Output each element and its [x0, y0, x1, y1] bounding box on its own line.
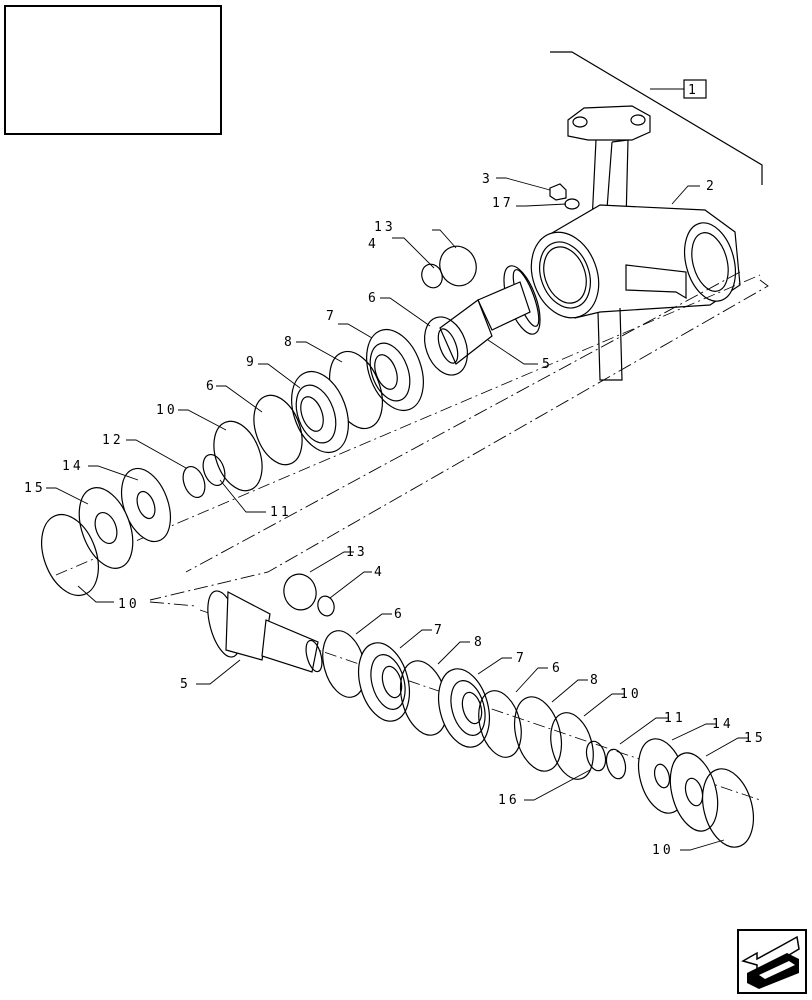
ring-16: [585, 740, 607, 772]
circlip-10-upper: [213, 420, 263, 492]
callout-11-lower: 11: [664, 711, 686, 726]
circlip-10-upper-b: [41, 513, 99, 597]
callout-6-lower-b: 6: [552, 661, 563, 676]
title-block: [4, 5, 222, 135]
callout-8-lower: 8: [474, 635, 485, 650]
callout-15-lower: 15: [744, 731, 766, 746]
plate-15-upper: [78, 487, 134, 569]
callout-3: 3: [482, 172, 493, 187]
callout-12: 12: [102, 433, 124, 448]
callout-4-upper: 4: [368, 237, 379, 252]
circlip-11-lower: [605, 748, 627, 780]
callout-15-upper: 15: [24, 481, 46, 496]
callout-4-lower: 4: [374, 565, 385, 580]
callout-16: 16: [498, 793, 520, 808]
callout-5-lower: 5: [180, 677, 191, 692]
bearing-7-lower-b: [438, 668, 490, 748]
callout-10-upper-b: 10: [118, 597, 140, 612]
assembly-reference-line: [550, 51, 763, 185]
callout-8-upper: 8: [284, 335, 295, 350]
housing-part-2: [530, 105, 741, 381]
callout-9: 9: [246, 355, 257, 370]
navigation-arrow-button[interactable]: [737, 929, 807, 994]
bearing-9-upper: [291, 370, 349, 454]
callout-5-upper: 5: [542, 357, 553, 372]
arrow-navigation-icon: [741, 935, 800, 989]
callout-10-lower: 10: [620, 687, 642, 702]
callout-8-lower-b: 8: [590, 673, 601, 688]
callout-14-upper: 14: [62, 459, 84, 474]
oring-6-upper: [423, 316, 469, 376]
callout-1: 1: [688, 83, 699, 98]
shaft-part-5-lower: [207, 590, 323, 673]
callout-14-lower: 14: [712, 717, 734, 732]
callout-11-upper: 11: [270, 505, 292, 520]
callout-13-upper: 13: [374, 220, 396, 235]
callout-7-upper: 7: [326, 309, 337, 324]
shaft-part-5-upper: [437, 265, 541, 365]
callout-6-upper-b: 6: [206, 379, 217, 394]
ring-4-lower: [317, 595, 335, 617]
callout-6-lower: 6: [394, 607, 405, 622]
bearing-7-upper: [366, 328, 424, 412]
callout-17-upper: 17: [492, 196, 514, 211]
callout-6-upper: 6: [368, 291, 379, 306]
ring-8-lower-b: [513, 696, 563, 772]
upper-axis: [55, 274, 761, 576]
callout-7-lower: 7: [434, 623, 445, 638]
oring-6-upper-b: [253, 394, 303, 466]
circlip-10-lower-b: [702, 768, 754, 848]
callout-13-lower: 13: [346, 545, 368, 560]
circlip-10-lower: [550, 712, 594, 780]
bearing-7-lower-a: [358, 642, 410, 722]
circlip-11-upper: [202, 453, 226, 487]
leader-lines: [46, 88, 748, 851]
callout-7-lower-b: 7: [516, 651, 527, 666]
plate-15-lower: [669, 752, 719, 832]
plug-part-3: [549, 183, 580, 210]
circlip-13-lower: [283, 573, 317, 611]
group-envelope: [149, 271, 769, 607]
oring-6-lower-b: [478, 690, 522, 758]
ring-4-upper: [421, 263, 443, 289]
washer-12: [182, 465, 206, 499]
callout-10-lower-b: 10: [652, 843, 674, 858]
circlip-13-upper: [439, 245, 477, 287]
callout-2: 2: [706, 179, 717, 194]
callout-10-upper: 10: [156, 403, 178, 418]
